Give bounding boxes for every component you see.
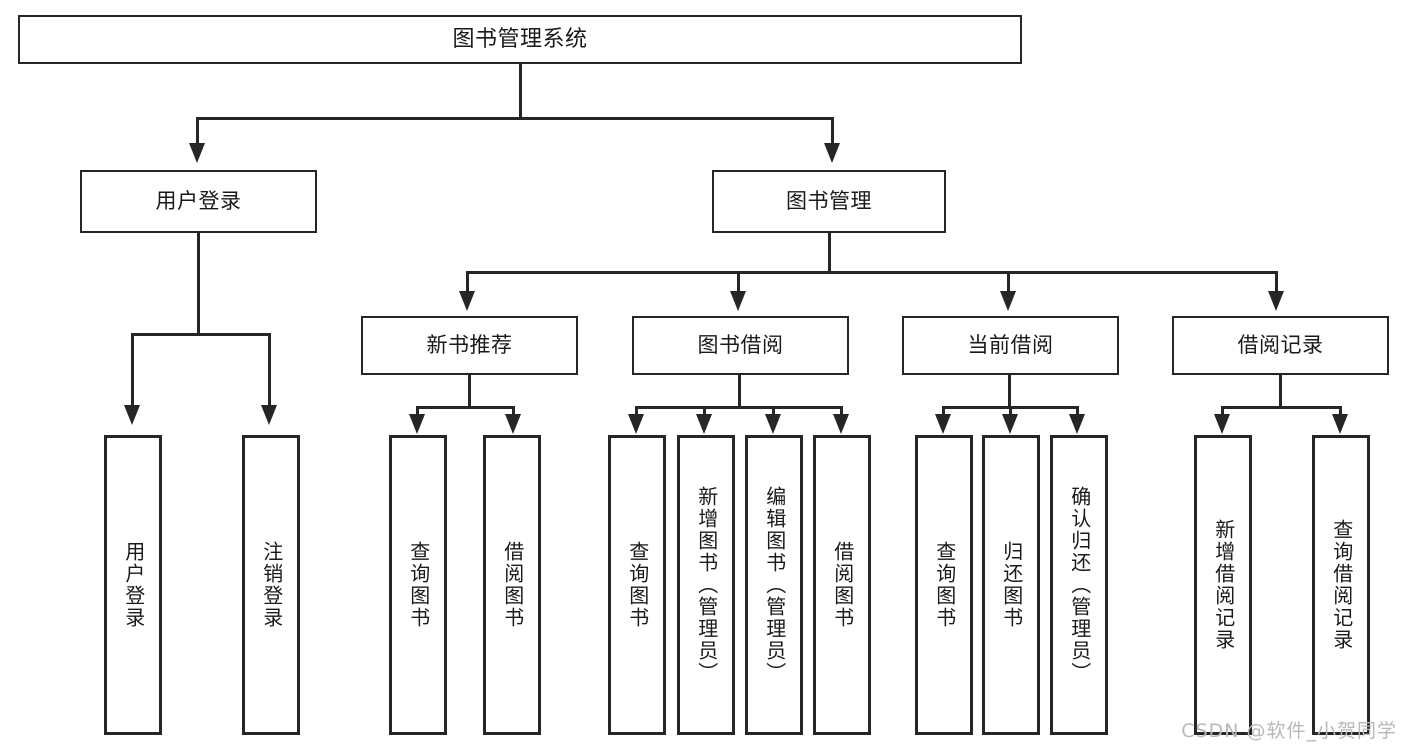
node-user-login[interactable]: 用户登录 <box>80 170 317 233</box>
node-current-borrow[interactable]: 当前借阅 <box>902 316 1119 375</box>
connector-user-login-stem <box>197 233 200 335</box>
connector-borrow-record-bus <box>1221 406 1342 409</box>
node-label: 新书推荐 <box>426 333 513 358</box>
connector-drop-book-management <box>831 117 834 145</box>
leaf-br-query-record[interactable]: 查询借阅记录 <box>1312 435 1370 735</box>
leaf-bb-borrow-book[interactable]: 借阅图书 <box>813 435 871 735</box>
connector-drop-br-1 <box>1221 406 1224 418</box>
node-label: 查询图书 <box>932 541 957 629</box>
leaf-bb-add-book-admin[interactable]: 新增图书（管理员） <box>677 435 735 735</box>
connector-drop-bb-1 <box>635 406 638 418</box>
arrowhead-bb-3 <box>765 414 781 434</box>
node-label: 确认归还（管理员） <box>1067 486 1092 684</box>
arrowhead-bb-1 <box>628 414 644 434</box>
arrowhead-br-2 <box>1332 414 1348 434</box>
connector-drop-nb-1 <box>416 406 419 418</box>
node-label: 查询图书 <box>625 541 650 629</box>
connector-drop-bb-4 <box>840 406 843 418</box>
node-label: 注销登录 <box>259 541 284 629</box>
connector-drop-cb-2 <box>1009 406 1012 418</box>
arrowhead-book-borrow <box>730 291 746 311</box>
connector-drop-bb-3 <box>772 406 775 418</box>
connector-borrow-record-stem <box>1279 375 1282 409</box>
node-label: 查询借阅记录 <box>1329 519 1354 651</box>
connector-drop-borrow-record <box>1275 271 1278 293</box>
connector-drop-leaf-logout <box>268 333 271 407</box>
connector-root-stem <box>519 64 522 119</box>
node-label: 新增借阅记录 <box>1211 519 1236 651</box>
leaf-bb-edit-book-admin[interactable]: 编辑图书（管理员） <box>745 435 803 735</box>
arrowhead-book-management <box>824 143 840 163</box>
node-label: 用户登录 <box>121 541 146 629</box>
leaf-br-add-record[interactable]: 新增借阅记录 <box>1194 435 1252 735</box>
node-label: 借阅图书 <box>500 541 525 629</box>
connector-book-borrow-stem <box>738 375 741 409</box>
connector-drop-new-book <box>466 271 469 293</box>
connector-drop-nb-2 <box>512 406 515 418</box>
arrowhead-new-book <box>459 291 475 311</box>
arrowhead-cb-1 <box>935 414 951 434</box>
arrowhead-leaf-user-login <box>124 405 140 425</box>
leaf-nb-query-book[interactable]: 查询图书 <box>389 435 447 735</box>
node-label: 图书管理系统 <box>452 26 588 52</box>
node-book-management[interactable]: 图书管理 <box>712 170 946 233</box>
csdn-watermark: CSDN @软件_小贺同学 <box>1181 720 1397 742</box>
node-book-borrow[interactable]: 图书借阅 <box>632 316 849 375</box>
node-label: 编辑图书（管理员） <box>762 486 787 684</box>
connector-drop-bb-2 <box>703 406 706 418</box>
node-label: 用户登录 <box>155 189 242 214</box>
connector-new-book-stem <box>468 375 471 409</box>
arrowhead-br-1 <box>1214 414 1230 434</box>
connector-drop-cb-1 <box>942 406 945 418</box>
connector-book-management-stem <box>828 233 831 273</box>
node-label: 查询图书 <box>406 541 431 629</box>
arrowhead-bb-4 <box>833 414 849 434</box>
connector-drop-user-login <box>196 117 199 145</box>
arrowhead-borrow-record <box>1268 291 1284 311</box>
node-label: 图书管理 <box>786 189 872 214</box>
connector-drop-cb-3 <box>1076 406 1079 418</box>
node-label: 图书借阅 <box>697 333 784 358</box>
connector-new-book-bus <box>416 406 515 409</box>
node-label: 借阅记录 <box>1237 333 1324 358</box>
connector-drop-br-2 <box>1339 406 1342 418</box>
leaf-cb-confirm-return-admin[interactable]: 确认归还（管理员） <box>1050 435 1108 735</box>
connector-level3-bus <box>466 271 1278 274</box>
leaf-nb-borrow-book[interactable]: 借阅图书 <box>483 435 541 735</box>
arrowhead-cb-2 <box>1002 414 1018 434</box>
connector-current-borrow-stem <box>1008 375 1011 409</box>
arrowhead-nb-2 <box>505 414 521 434</box>
connector-root-bus <box>196 117 834 120</box>
node-label: 归还图书 <box>999 541 1024 629</box>
node-borrow-record[interactable]: 借阅记录 <box>1172 316 1389 375</box>
connector-book-borrow-bus <box>635 406 842 409</box>
leaf-bb-query-book[interactable]: 查询图书 <box>608 435 666 735</box>
arrowhead-current-borrow <box>1000 291 1016 311</box>
connector-drop-book-borrow <box>737 271 740 293</box>
leaf-user-login[interactable]: 用户登录 <box>104 435 162 735</box>
leaf-cb-return-book[interactable]: 归还图书 <box>982 435 1040 735</box>
arrowhead-cb-3 <box>1069 414 1085 434</box>
arrowhead-nb-1 <box>409 414 425 434</box>
node-new-book-recommend[interactable]: 新书推荐 <box>361 316 578 375</box>
node-label: 当前借阅 <box>967 333 1054 358</box>
node-label: 新增图书（管理员） <box>694 486 719 684</box>
arrowhead-leaf-logout <box>261 405 277 425</box>
connector-drop-current-borrow <box>1007 271 1010 293</box>
node-label: 借阅图书 <box>830 541 855 629</box>
leaf-cb-query-book[interactable]: 查询图书 <box>915 435 973 735</box>
node-root-book-management-system[interactable]: 图书管理系统 <box>18 15 1022 64</box>
leaf-logout[interactable]: 注销登录 <box>242 435 300 735</box>
arrowhead-bb-2 <box>696 414 712 434</box>
connector-drop-leaf-user-login <box>131 333 134 407</box>
arrowhead-user-login <box>189 143 205 163</box>
connector-user-login-bus <box>131 333 268 336</box>
